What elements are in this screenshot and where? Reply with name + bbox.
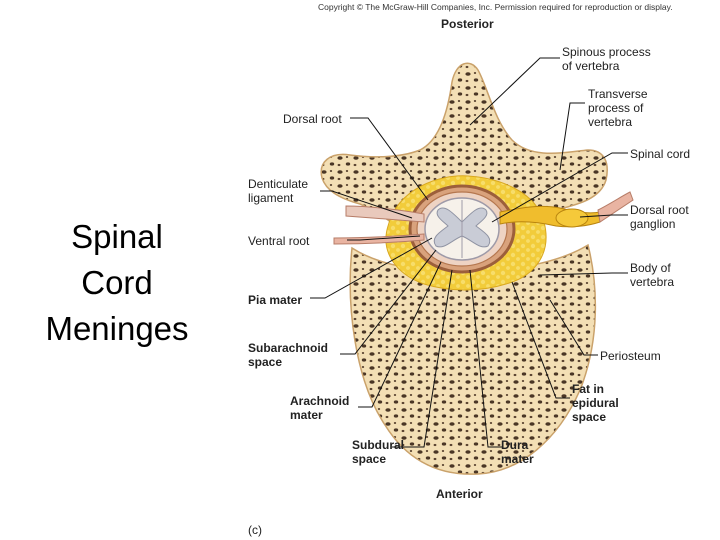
leader-dorsal-root (350, 117, 429, 201)
label-body-of-vertebra: Body of vertebra (630, 261, 675, 289)
label-subdural-space: Subdural space (352, 438, 405, 466)
label-pia-mater: Pia mater (248, 293, 303, 307)
slide-title-line: Cord (81, 264, 153, 301)
leader-fat (511, 281, 570, 399)
panel-label: (c) (248, 523, 262, 537)
spinal-nerve-right (597, 191, 634, 223)
label-dorsal-root-ganglion: Dorsal root ganglion (630, 203, 689, 231)
label-denticulate-ligament: Denticulate ligament (248, 177, 309, 205)
label-fat-epidural-space: Fat in epidural space (572, 382, 619, 424)
copyright-notice: Copyright © The McGraw-Hill Companies, I… (318, 2, 673, 12)
label-transverse-process: Transverse process of vertebra (588, 87, 648, 129)
leader-body (539, 272, 628, 276)
label-ventral-root: Ventral root (248, 234, 310, 248)
label-dorsal-root: Dorsal root (283, 112, 342, 126)
leader-ventral-root (347, 235, 421, 241)
leader-spinous (469, 57, 560, 126)
label-dura-mater: Dura mater (501, 438, 534, 466)
orientation-top: Posterior (441, 17, 494, 31)
leader-dura (469, 269, 502, 448)
leader-ganglion (579, 214, 628, 218)
leader-lines (310, 57, 628, 448)
leader-denticulate (320, 190, 413, 219)
leader-subarachnoid (340, 249, 437, 355)
leader-pia (310, 237, 433, 299)
leader-periosteum (549, 299, 598, 356)
label-spinous-process: Spinous process of vertebra (562, 45, 651, 73)
leader-arachnoid (358, 261, 442, 408)
slide-title-line: Spinal (71, 218, 163, 255)
slide-title: Spinal Cord Meninges (22, 214, 212, 352)
label-periosteum: Periosteum (600, 349, 661, 363)
label-arachnoid-mater: Arachnoid mater (290, 394, 350, 422)
orientation-bottom: Anterior (436, 487, 483, 501)
slide-title-line: Meninges (45, 310, 189, 347)
label-spinal-cord: Spinal cord (630, 147, 691, 161)
leader-subdural (392, 269, 453, 448)
leader-transverse (559, 102, 585, 171)
label-subarachnoid-space: Subarachnoid space (248, 341, 329, 369)
dorsal-root-ganglion-shape (555, 208, 589, 228)
leader-spinal-cord (491, 152, 628, 223)
left-nerve-root (345, 205, 425, 223)
